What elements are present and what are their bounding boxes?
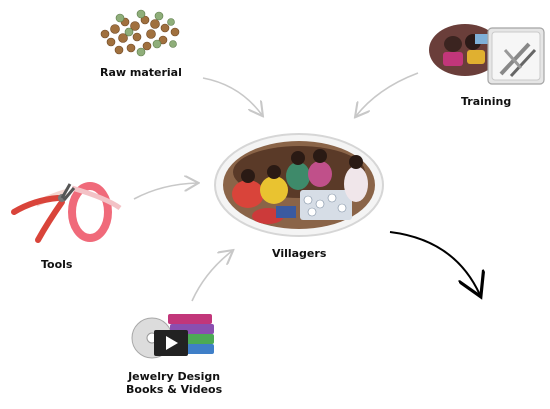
arrow-raw-to-villagers — [202, 77, 262, 115]
arrow-training-to-villagers — [356, 72, 419, 116]
label-jewelry-books-videos: Jewelry Design Books & Videos — [126, 370, 222, 396]
tools-image — [11, 182, 122, 243]
label-villagers: Villagers — [272, 247, 327, 260]
training-image — [429, 24, 545, 85]
label-raw-material: Raw material — [100, 66, 182, 79]
arrow-output — [389, 231, 480, 295]
label-jewelry-line2: Books & Videos — [126, 383, 223, 396]
beads-image — [100, 9, 180, 57]
arrow-tools-to-villagers — [133, 183, 197, 200]
label-training: Training — [461, 95, 512, 108]
arrow-books-to-villagers — [191, 251, 232, 302]
label-tools: Tools — [41, 258, 73, 271]
label-jewelry-line1: Jewelry Design — [128, 370, 221, 383]
books-videos-image — [131, 314, 214, 359]
villagers-image — [214, 133, 384, 237]
